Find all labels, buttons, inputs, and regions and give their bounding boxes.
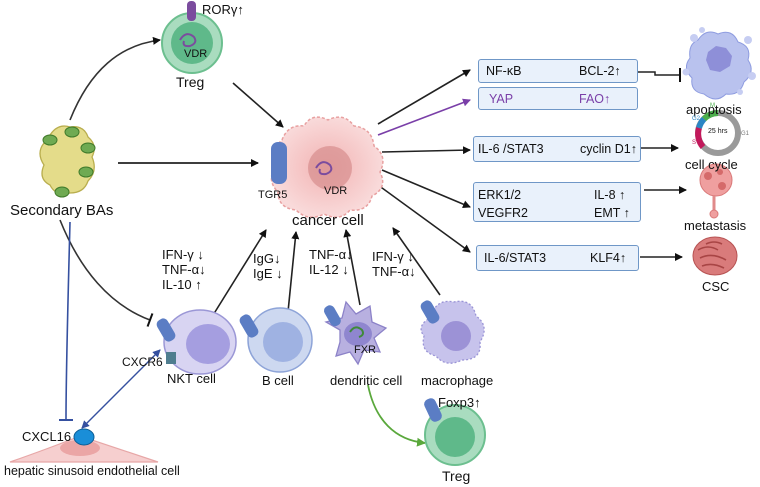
- treg-bottom-cell: [424, 404, 486, 466]
- p5-from: IL-6/STAT3: [484, 251, 547, 265]
- inhibit-p1-to-apoptosis: [637, 68, 681, 82]
- arrow-cancer-to-p3: [381, 146, 471, 155]
- nkt-cytokine-1: IFN-γ ↓: [162, 247, 204, 262]
- foxp3-receptor: [424, 398, 442, 422]
- inhibit-bas-to-nkt: [59, 219, 154, 327]
- cycle-m-label: M: [710, 103, 715, 109]
- pathway-box-2: YAP FAO↑: [478, 87, 638, 110]
- cxcr6-label: CXCR6: [122, 355, 163, 369]
- mac-cytokine-2: TNF-α↓: [372, 264, 416, 279]
- foxp3-label: Foxp3↑: [438, 395, 481, 410]
- cycle-g1-label: G1: [741, 131, 750, 137]
- p1-from: NF-κB: [486, 64, 522, 78]
- csc-shape: [692, 236, 738, 276]
- apoptosis-label: apoptosis: [686, 102, 742, 117]
- pathway-box-5: IL-6/STAT3 KLF4↑: [476, 245, 639, 271]
- ror-gamma-receptor: [187, 1, 196, 21]
- vdr-treg-label: VDR: [184, 48, 208, 60]
- dendritic-cytokines: TNF-α↓ IL-12 ↓: [309, 247, 353, 277]
- cell-cycle-label: cell cycle: [685, 157, 738, 172]
- arrow-dc-to-cancer: [343, 229, 361, 306]
- p5-to: KLF4↑: [590, 251, 627, 265]
- nkt-receptor: [156, 318, 176, 342]
- csc-label: CSC: [702, 279, 730, 294]
- arrow-cancer-to-p2: [377, 98, 471, 136]
- apoptosis-shape: [682, 27, 756, 100]
- inhibit-bas-to-cxcl16: [58, 221, 74, 422]
- pathway-box-4: ERK1/2 IL-8 ↑ VEGFR2 EMT ↑: [473, 182, 641, 222]
- p3-to: cyclin D1↑: [580, 142, 637, 156]
- cxcr6-receptor: [166, 352, 176, 364]
- p2-from: YAP: [489, 92, 514, 106]
- arrow-bas-to-treg: [69, 36, 161, 121]
- pathway-box-1: NF-κB BCL-2↑: [478, 59, 638, 83]
- p1-to: BCL-2↑: [579, 64, 621, 78]
- nkt-cytokines: IFN-γ ↓ TNF-α↓ IL-10 ↑: [162, 247, 206, 292]
- macrophage-label: macrophage: [421, 373, 494, 388]
- b-cytokines: IgG↓ IgE ↓: [253, 251, 283, 281]
- cancer-cell-label: cancer cell: [292, 212, 364, 229]
- treg-bottom-label: Treg: [442, 468, 471, 484]
- arrow-mac-to-cancer: [392, 227, 441, 296]
- arrow-cancer-to-p4: [381, 169, 471, 208]
- dendritic-cell-label: dendritic cell: [330, 373, 403, 388]
- treg-top-cell: [161, 12, 223, 74]
- arrow-treg-to-cancer: [232, 82, 284, 128]
- b-cell-shape: [247, 307, 313, 373]
- p2-to: FAO↑: [579, 92, 611, 106]
- mac-cytokine-1: IFN-γ ↓: [372, 249, 414, 264]
- secondary-bas-shape: [39, 125, 96, 198]
- metastasis-label: metastasis: [684, 218, 747, 233]
- b-cell-label: B cell: [262, 373, 294, 388]
- tgr5-receptor: [271, 142, 287, 184]
- ror-gamma-label: RORγ↑: [202, 2, 244, 17]
- cxcl16-label: CXCL16: [22, 429, 72, 444]
- cxcl16-molecule: [73, 428, 95, 446]
- nkt-cytokine-2: TNF-α↓: [162, 262, 206, 277]
- p4b-from: VEGFR2: [478, 206, 529, 220]
- dc-cytokine-1: TNF-α↓: [309, 247, 353, 262]
- dendritic-receptor: [324, 305, 341, 327]
- cancer-cell-shape: [270, 116, 384, 218]
- nkt-cell-shape: [163, 309, 237, 375]
- arrow-cxcl16-nkt: [81, 349, 161, 429]
- macrophage-cytokines: IFN-γ ↓ TNF-α↓: [372, 249, 416, 279]
- b-cytokine-2: IgE ↓: [253, 266, 283, 281]
- vdr-cancer-label: VDR: [324, 185, 348, 197]
- cycle-hours-label: 25 hrs: [708, 128, 728, 135]
- treg-top-label: Treg: [176, 74, 205, 90]
- p4a-from: ERK1/2: [478, 188, 522, 202]
- pathway-box-3: IL-6 /STAT3 cyclin D1↑: [473, 136, 641, 162]
- nkt-cell-label: NKT cell: [167, 371, 216, 386]
- nkt-cytokine-3: IL-10 ↑: [162, 277, 202, 292]
- b-cell-receptor: [239, 314, 259, 338]
- cycle-g2-label: G2: [692, 116, 701, 122]
- b-cytokine-1: IgG↓: [253, 251, 281, 266]
- p4b-to: EMT ↑: [594, 206, 630, 220]
- cycle-s-label: S: [692, 140, 697, 146]
- arrow-cancer-to-p1: [377, 69, 471, 125]
- dendritic-cell-shape: [324, 300, 388, 366]
- arrow-nkt-to-cancer: [209, 229, 267, 321]
- arrow-cancer-to-p5: [377, 184, 471, 253]
- fxr-label: FXR: [354, 344, 376, 356]
- tgr5-label: TGR5: [258, 189, 288, 201]
- arrow-b-to-cancer: [287, 231, 300, 313]
- metastasis-shape: [699, 163, 733, 219]
- dc-cytokine-2: IL-12 ↓: [309, 262, 349, 277]
- macrophage-receptor: [420, 300, 440, 324]
- hsec-label: hepatic sinusoid endothelial cell: [4, 464, 180, 478]
- p3-from: IL-6 /STAT3: [478, 142, 544, 156]
- p4a-to: IL-8 ↑: [594, 188, 626, 202]
- arrow-dc-to-treg: [367, 384, 426, 447]
- cell-cycle-ring: [695, 110, 741, 156]
- secondary-bas-label: Secondary BAs: [10, 202, 114, 219]
